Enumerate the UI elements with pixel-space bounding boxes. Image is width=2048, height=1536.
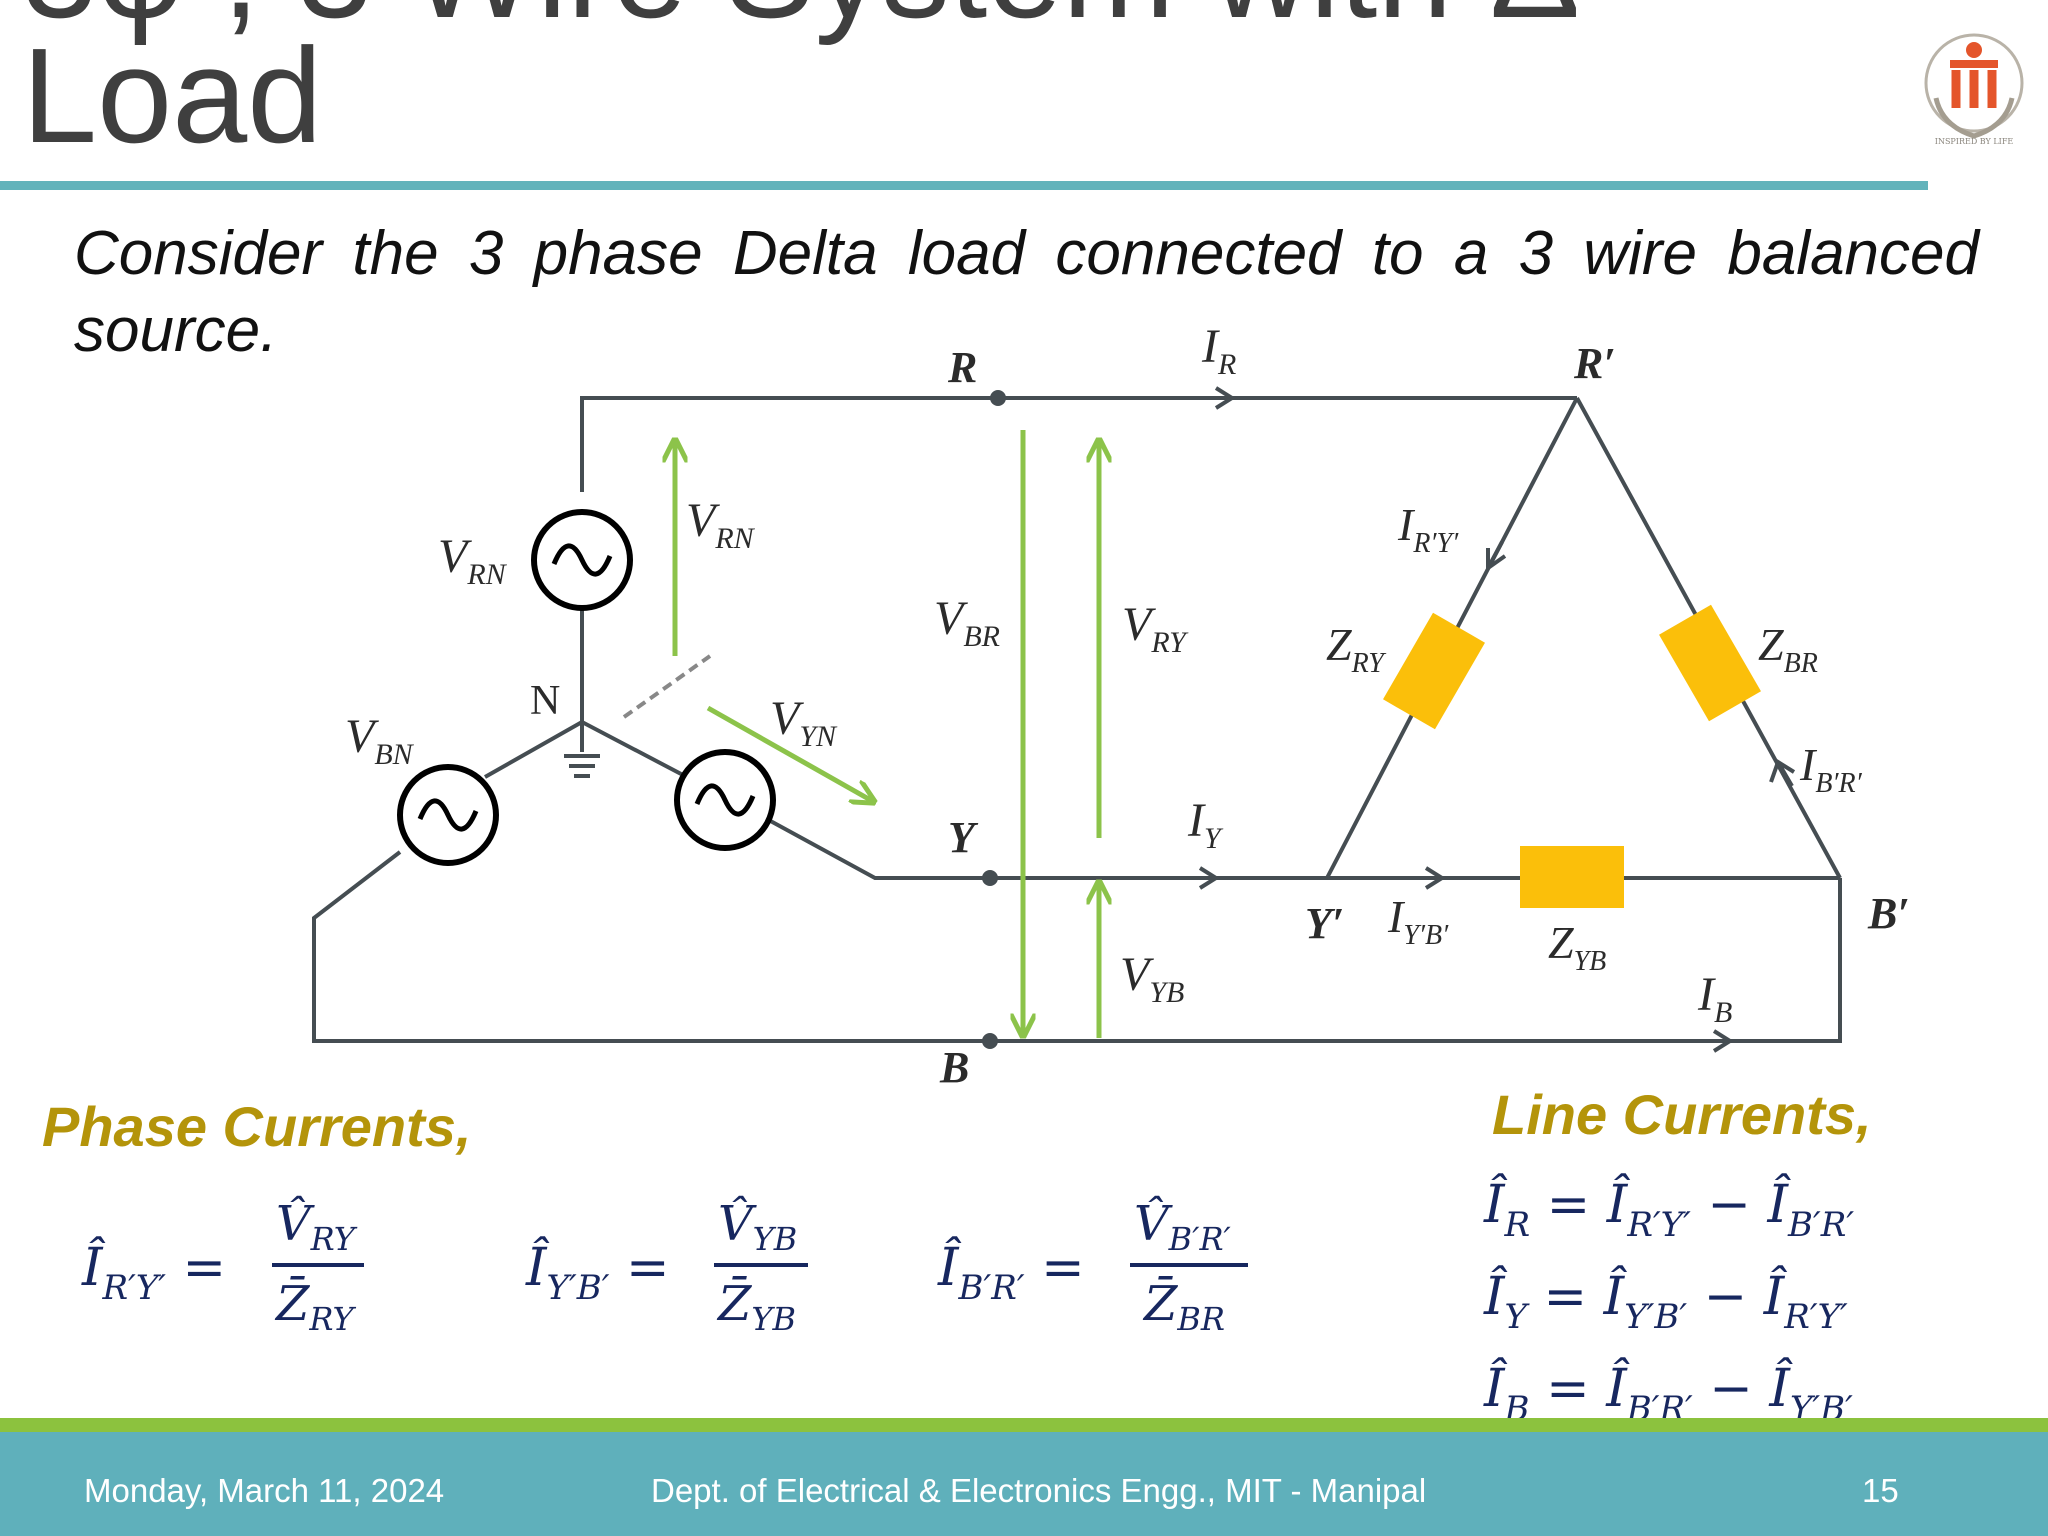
footer-bar: Monday, March 11, 2024 Dept. of Electric… — [0, 1432, 2048, 1536]
arrow-iy-b — [1362, 866, 1446, 890]
node-y-dot — [982, 870, 998, 886]
impedance-zbr — [1659, 604, 1761, 722]
wire-r — [580, 396, 1577, 492]
slide-title-line2: Load — [22, 20, 323, 171]
label-node-r-prime: R′ — [1573, 339, 1616, 388]
svg-text:ÎY′B′ =: ÎY′B′ = — [525, 1236, 670, 1308]
label-node-r: R — [947, 343, 977, 392]
node-r-dot — [990, 390, 1006, 406]
label-node-b-prime: B′ — [1867, 889, 1910, 938]
formula-line-iy: ÎY = ÎY′B′ − ÎR′Y′ — [1483, 1265, 1848, 1337]
label-node-y-prime: Y′ — [1305, 899, 1344, 948]
label-node-n: N — [530, 678, 560, 724]
label-vbr: VBR — [934, 592, 1000, 653]
arrow-ib — [1594, 1029, 1734, 1053]
svg-text:ÎR′Y′ =: ÎR′Y′ = — [81, 1236, 226, 1308]
label-node-b: B — [939, 1043, 969, 1092]
slide-title-line1: 3φ , 3 Wire System with Δ — [22, 0, 1922, 38]
arrow-ir — [1098, 386, 1236, 410]
dashed-reference — [622, 654, 712, 719]
svg-text:Z̄RY: Z̄RY — [274, 1274, 356, 1338]
formula-phase-iry: ÎR′Y′ = V̂RY Z̄RY — [81, 1194, 364, 1338]
title-underline — [0, 181, 1928, 190]
ground-symbol — [564, 722, 600, 778]
phase-currents-heading: Phase Currents, — [42, 1095, 472, 1158]
svg-text:Z̄YB: Z̄YB — [716, 1274, 796, 1338]
arrow-iy — [1082, 866, 1220, 890]
arrow-ib-r — [1769, 758, 1796, 788]
svg-text:V̂YB: V̂YB — [718, 1194, 797, 1258]
formula-phase-ibr: ÎB′R′ = V̂B′R′ Z̄BR — [937, 1194, 1248, 1338]
footer-accent-bar — [0, 1418, 2048, 1432]
footer-department: Dept. of Electrical & Electronics Engg.,… — [651, 1472, 1427, 1509]
formula-phase-iyb: ÎY′B′ = V̂YB Z̄YB — [525, 1194, 808, 1338]
impedance-zry — [1383, 612, 1485, 730]
formula-line-ir: ÎR = ÎR′Y′ − ÎB′R′ — [1483, 1173, 1854, 1245]
node-b-dot — [982, 1033, 998, 1049]
footer-date: Monday, March 11, 2024 — [84, 1472, 445, 1509]
impedance-zyb — [1520, 846, 1624, 908]
svg-text:V̂RY: V̂RY — [276, 1194, 358, 1258]
logo-motto: INSPIRED BY LIFE — [1935, 137, 2014, 146]
intro-text: Consider the 3 phase Delta load connecte… — [74, 219, 1979, 365]
wire-b — [312, 720, 1842, 1043]
footer-page-number: 15 — [1862, 1472, 1899, 1509]
institution-logo: INSPIRED BY LIFE — [1924, 33, 2024, 146]
svg-text:V̂B′R′: V̂B′R′ — [1134, 1194, 1232, 1258]
label-node-y: Y — [948, 813, 979, 862]
line-currents-heading: Line Currents, — [1492, 1083, 1872, 1146]
slide-title: 3φ , 3 Wire System with Δ Load — [22, 0, 1922, 171]
svg-text:Z̄BR: Z̄BR — [1142, 1274, 1225, 1338]
arrow-ir-y — [1486, 541, 1507, 572]
arrow-vyn — [706, 705, 874, 802]
svg-text:ÎB′R′ =: ÎB′R′ = — [937, 1236, 1085, 1308]
